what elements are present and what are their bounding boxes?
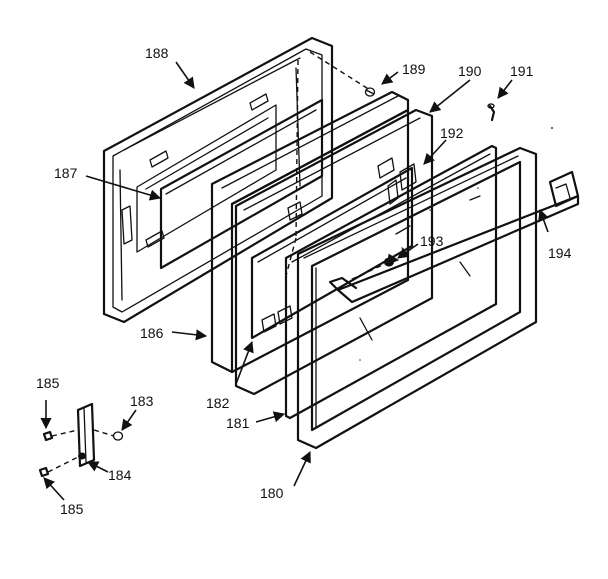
- alignment-lines: [47, 51, 390, 473]
- part-184-hinge: [76, 402, 96, 468]
- part-labels: 188 189 190 191 192 187 193 194 186 182 …: [36, 45, 572, 517]
- part-181-outer-glass: [284, 144, 498, 420]
- part-187-inner-glass: [159, 98, 324, 270]
- label-180: 180: [260, 485, 284, 501]
- label-190: 190: [458, 63, 482, 79]
- label-186: 186: [140, 325, 164, 341]
- part-189-screw: [364, 87, 376, 97]
- part-185-screws: [38, 430, 54, 478]
- label-184: 184: [108, 467, 132, 483]
- label-193: 193: [420, 233, 444, 249]
- label-192: 192: [440, 125, 464, 141]
- label-183: 183: [130, 393, 154, 409]
- part-188-rear-liner: [102, 36, 334, 324]
- label-187: 187: [54, 165, 78, 181]
- part-186-spacer-frame: [210, 90, 410, 374]
- part-194-door-handle: [328, 170, 580, 304]
- leader-lines: [40, 61, 549, 501]
- part-180-outer-frame: [296, 146, 538, 450]
- label-189: 189: [402, 61, 426, 77]
- label-188: 188: [145, 45, 169, 61]
- label-185-top: 185: [36, 375, 60, 391]
- part-190-inner-panel: [234, 108, 434, 396]
- label-194: 194: [548, 245, 572, 261]
- part-191-screw: [487, 103, 496, 122]
- label-181: 181: [226, 415, 250, 431]
- label-182: 182: [206, 395, 230, 411]
- label-185-bottom: 185: [60, 501, 84, 517]
- part-183-washer: [112, 431, 124, 441]
- label-191: 191: [510, 63, 534, 79]
